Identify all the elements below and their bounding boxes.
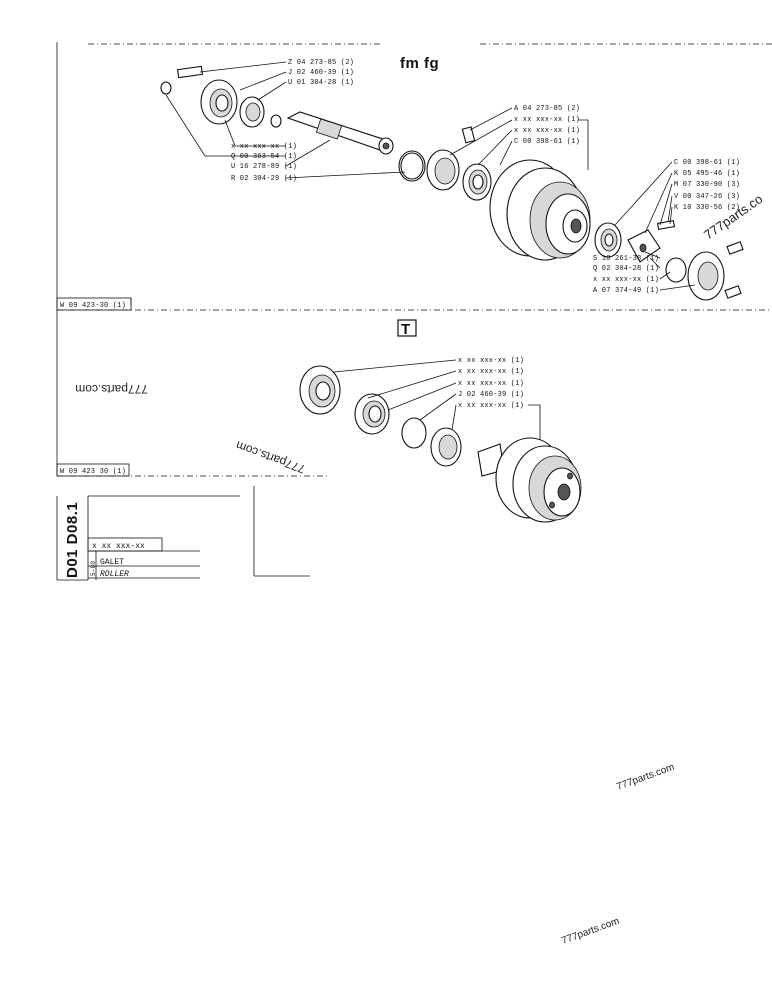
callout: Q 02 304-28 (1) (593, 265, 659, 273)
callout: U 16 278-89 (1) (231, 163, 297, 171)
callout: R 02 304-29 (1) (231, 175, 297, 183)
right-bearing-part (594, 222, 622, 258)
seal-housing-part (299, 365, 341, 415)
part-number: x xx xxx-xx (92, 542, 145, 551)
section2-leader-lines (333, 359, 541, 440)
callout: J 02 460-39 (1) (458, 391, 524, 399)
watermarks: 777parts.com 777parts.com 777parts.com 7… (75, 191, 765, 947)
callout: M 07 330-90 (3) (674, 181, 740, 189)
callout: A 07 374-49 (1) (593, 287, 659, 295)
section1-callouts: Z 04 273-85 (2) J 02 460-39 (1) U 01 304… (231, 59, 740, 295)
collar-part (426, 126, 476, 191)
callout: x xx xxx-xx (1) (514, 116, 580, 124)
callout: x xx xxx-xx (1) (458, 380, 524, 388)
o-ring-part (401, 417, 427, 449)
bearing-part (462, 163, 492, 201)
section2-model-icon: T (397, 319, 417, 338)
section1-frame (56, 42, 772, 312)
section2-callouts: x xx xxx-xx (1) x xx xxx-xx (1) x xx xxx… (458, 357, 524, 410)
callout: x xx xxx-xx (1) (514, 127, 580, 135)
callout: x xx xxx-xx (1) (458, 368, 524, 376)
section2-frame (56, 312, 330, 477)
section2-model-label: T (401, 321, 411, 338)
callout: Q 00 363-54 (1) (231, 153, 297, 161)
watermark-text: 777parts.com (75, 382, 148, 396)
callout: A 04 273-85 (2) (514, 105, 580, 113)
roller-body-part (489, 159, 591, 261)
callout: S 10 261-38 (1) (593, 255, 659, 263)
callout: V 00 347-26 (3) (674, 193, 740, 201)
section1-leader-lines (165, 61, 696, 291)
right-o-ring-part (665, 257, 687, 283)
callout: K 10 330-56 (2) (674, 204, 740, 212)
shaft-part (286, 111, 394, 155)
drawing-number: D01 D08.1 (64, 502, 81, 578)
callout: C 00 398-61 (1) (514, 138, 580, 146)
sheet-ref: 5-80 (90, 561, 97, 576)
watermark-text: 777parts.com (234, 438, 307, 476)
watermark-text: 777parts.com (560, 916, 621, 947)
section2-frame-code: W 09 423 30 (1) (60, 468, 126, 476)
callout: K 05 495-46 (1) (674, 170, 740, 178)
seal-ring-part (239, 96, 265, 128)
part-name-en: ROLLER (100, 570, 129, 579)
seal-part (354, 393, 390, 435)
callout: x xx xxx-xx (1) (231, 143, 297, 151)
section2-exploded-view (299, 365, 582, 523)
section1-frame-code: W 09 423-30 (1) (60, 302, 126, 310)
callout: J 02 460-39 (1) (288, 69, 354, 77)
collar-part (430, 427, 462, 467)
section1-model-label: fm fg (400, 55, 439, 72)
watermark-text: 777parts.com (615, 762, 676, 793)
section1-exploded-view (160, 65, 744, 301)
callout: Z 04 273-85 (2) (288, 59, 354, 67)
callout: x xx xxx-xx (1) (458, 357, 524, 365)
roller-assembly-part (477, 437, 582, 523)
seal-housing-part (200, 79, 238, 125)
part-name-fr: GALET (100, 558, 124, 567)
callout: x xx xxx-xx (1) (593, 276, 659, 284)
callout: x xx xxx-xx (1) (458, 402, 524, 410)
callout: C 00 398-61 (1) (674, 159, 740, 167)
pin-part (160, 65, 204, 95)
callout: U 01 304-28 (1) (288, 79, 354, 87)
o-ring-small-part (270, 114, 282, 128)
title-block: D01 D08.1 5-80 x xx xxx-xx GALET ROLLER (56, 486, 310, 581)
end-cap-part (687, 241, 744, 301)
